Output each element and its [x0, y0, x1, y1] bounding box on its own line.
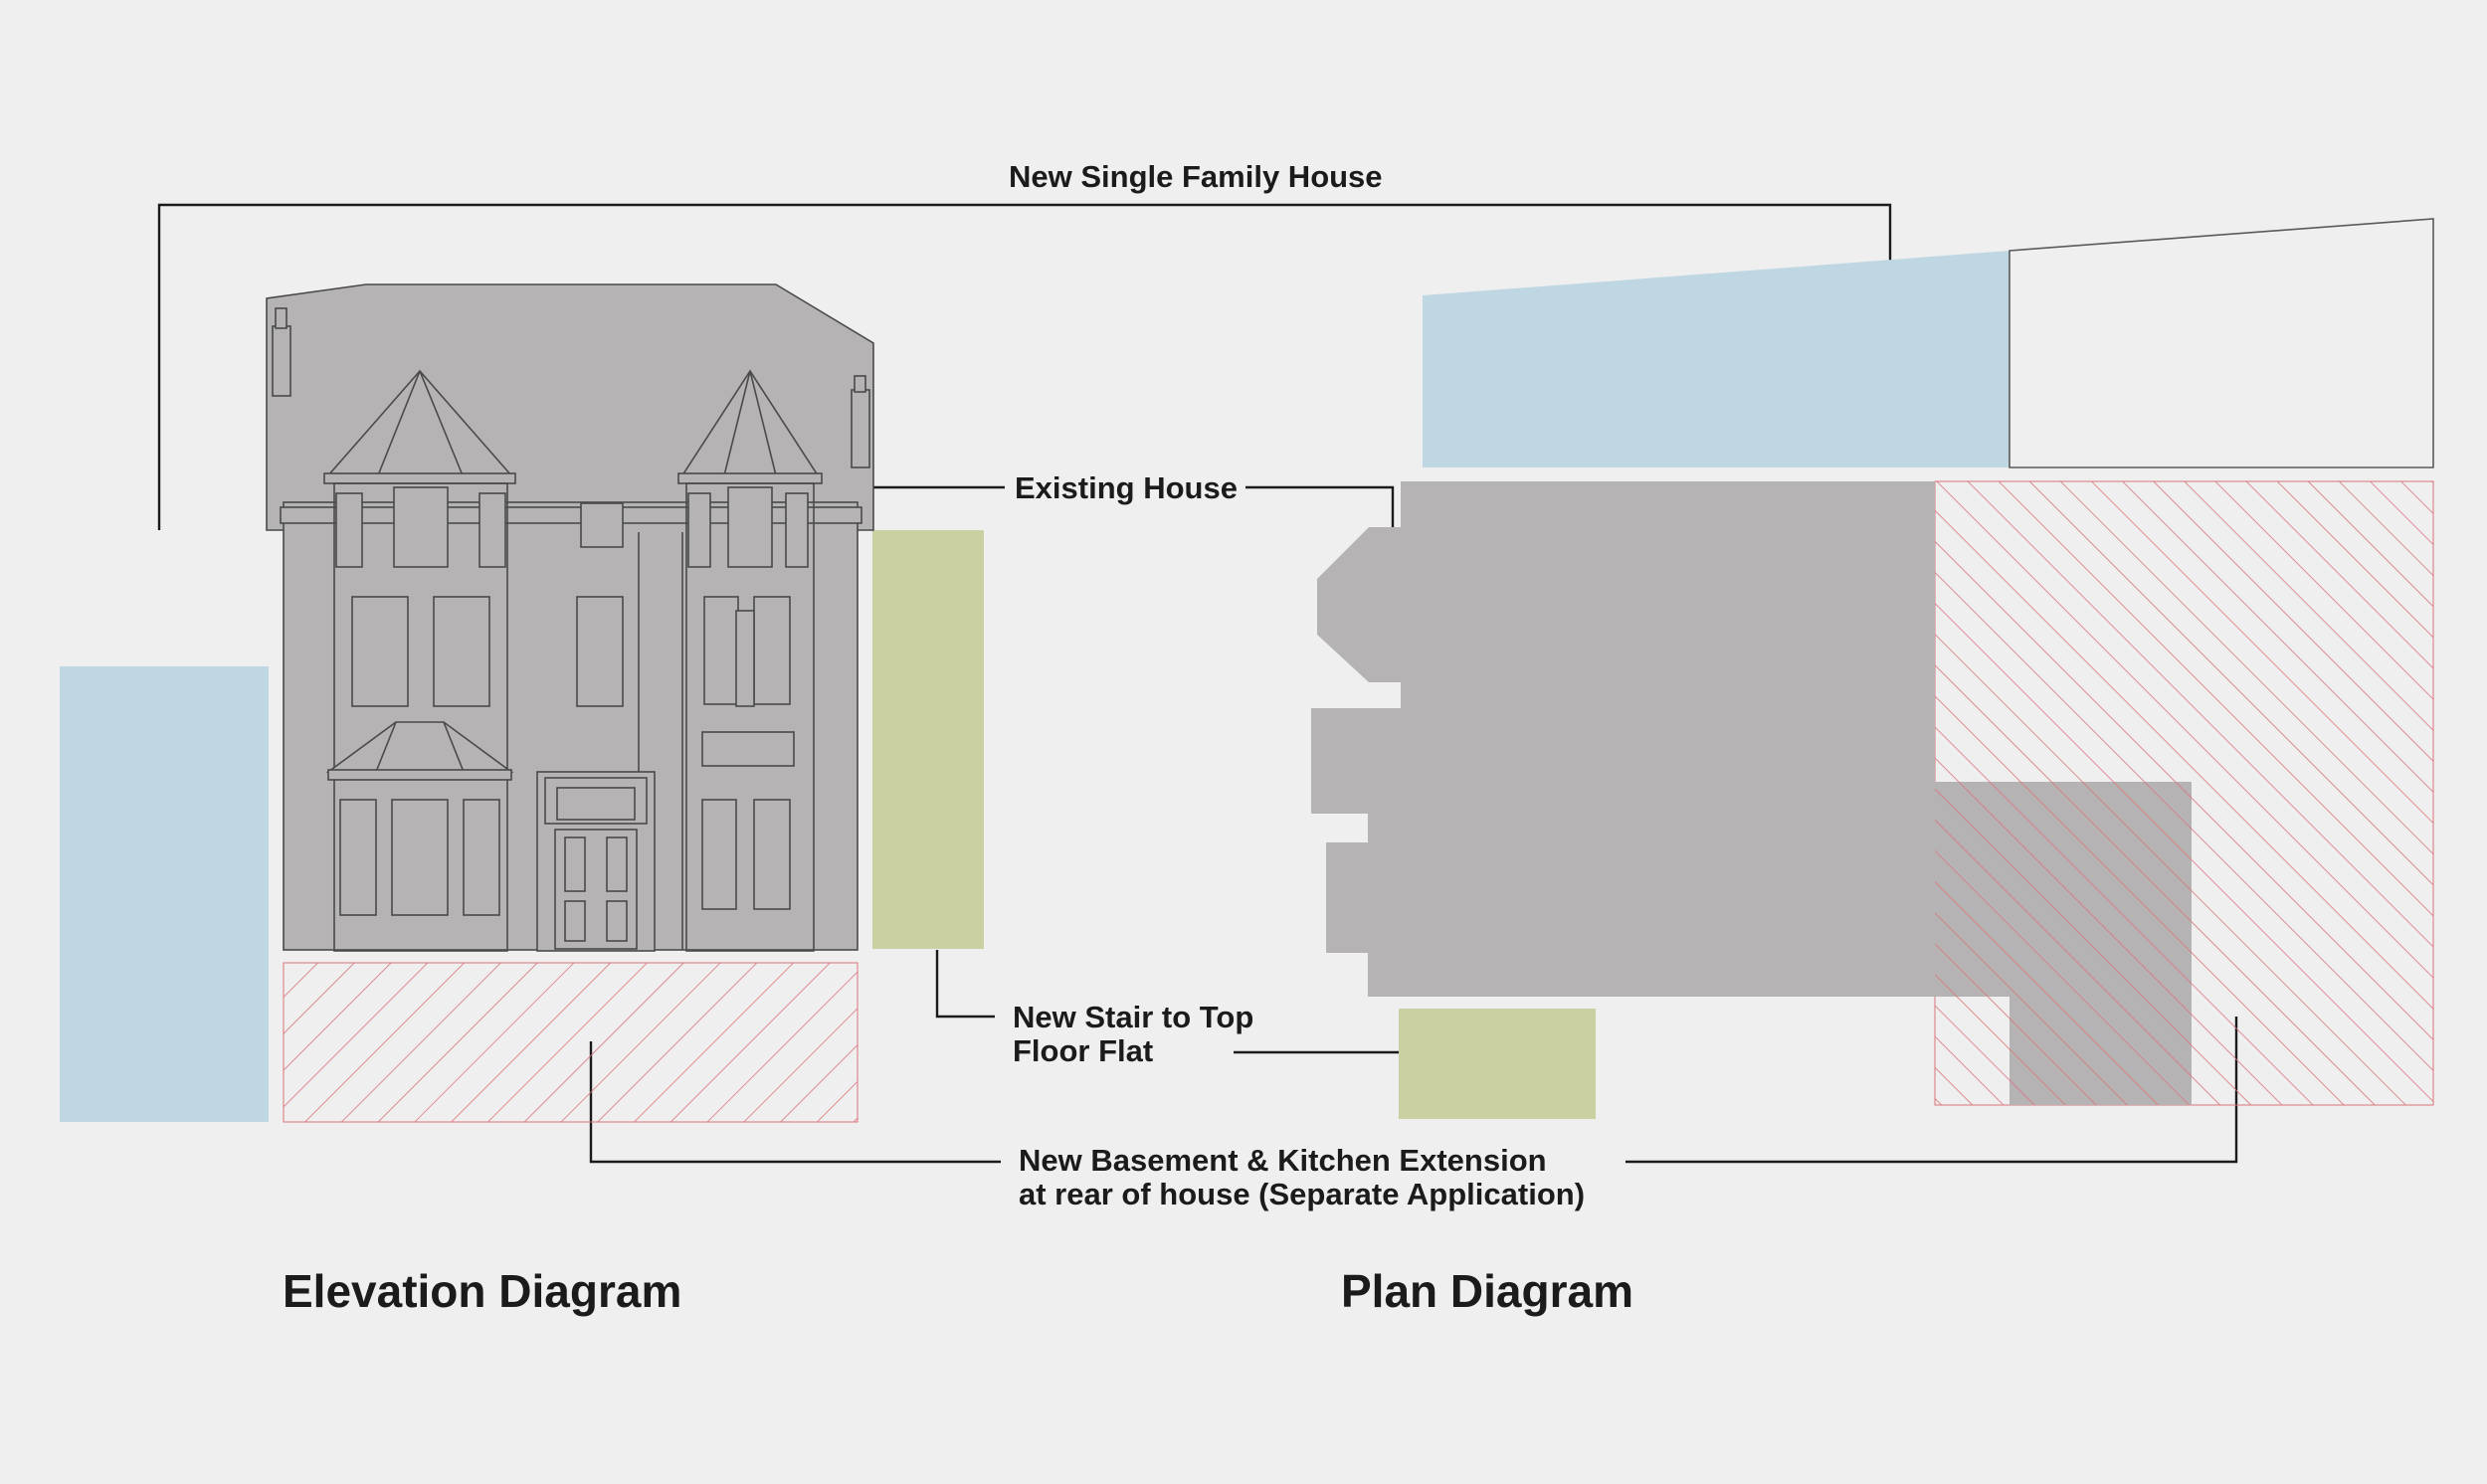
elevation-diagram [60, 283, 984, 1123]
cornice [280, 506, 862, 524]
label-basement-line2: at rear of house (Separate Application) [1019, 1177, 1586, 1211]
plan-new-house-block [1423, 251, 2009, 467]
title-plan-diagram: Plan Diagram [1341, 1265, 1633, 1317]
plan-existing-house [1311, 481, 1935, 997]
elevation-new-house-block [60, 666, 269, 1122]
left-tower-eave [323, 472, 516, 484]
plan-new-house-outline [2009, 218, 2434, 468]
chimney-right [851, 389, 870, 468]
label-basement-line1: New Basement & Kitchen Extension [1019, 1143, 1547, 1178]
label-existing-house: Existing House [1015, 470, 1238, 505]
elevation-existing-house [266, 283, 874, 952]
right-tower-eave [677, 472, 823, 484]
leader-new-house [157, 203, 1892, 530]
leader-existing-house-right [1245, 485, 1395, 527]
label-new-single-family-house: New Single Family House [1009, 159, 1383, 194]
plan-diagram [1311, 218, 2434, 1119]
label-new-stair-line2: Floor Flat [1013, 1033, 1154, 1068]
plan-extension-overlap-hatch [1935, 782, 2192, 1105]
leader-new-stair-elev [935, 950, 995, 1019]
elevation-basement-hatch [283, 962, 859, 1123]
chimney-right-pot [854, 375, 866, 393]
chimney-left [272, 325, 291, 397]
label-new-stair-line1: New Stair to Top [1013, 1000, 1254, 1034]
elevation-new-stair-block [872, 530, 984, 949]
plan-new-stair-block [1399, 1009, 1596, 1119]
chimney-left-pot [275, 307, 287, 329]
title-elevation-diagram: Elevation Diagram [283, 1265, 682, 1317]
